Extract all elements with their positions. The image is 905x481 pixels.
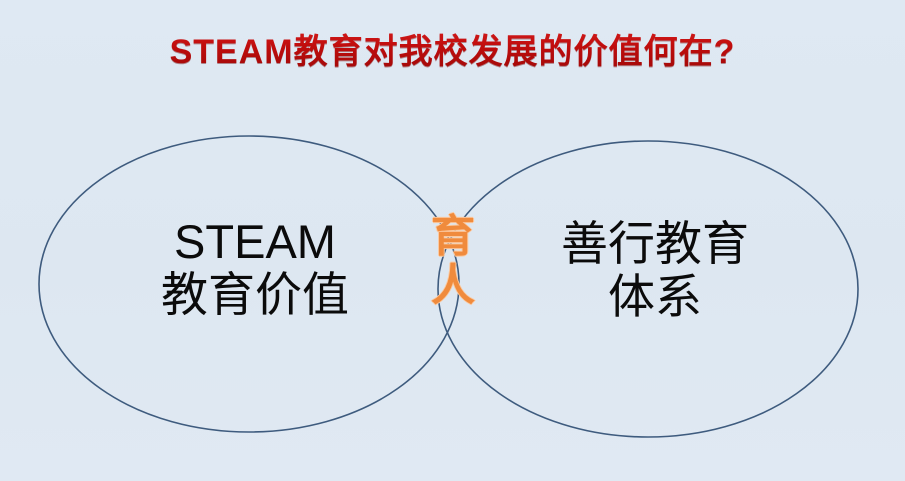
venn-label-left-line2: 教育价值 <box>161 267 349 321</box>
venn-ellipse-right <box>437 140 859 438</box>
venn-label-intersection-char1: 育 <box>431 212 475 261</box>
venn-label-intersection: 育 人 <box>414 212 492 311</box>
venn-label-left: STEAM 教育价值 <box>90 215 420 321</box>
venn-label-right-line2: 体系 <box>608 269 702 323</box>
venn-label-right-line1: 善行教育 <box>561 217 749 270</box>
page-title-shadow: STEAM教育对我校发展的价值何在? <box>0 25 905 74</box>
venn-label-intersection-char2: 人 <box>431 261 475 311</box>
venn-ellipse-left <box>38 135 460 433</box>
venn-label-right: 善行教育 体系 <box>500 217 810 323</box>
venn-label-left-line1: STEAM <box>174 215 336 268</box>
page-title: STEAM教育对我校发展的价值何在? <box>0 24 905 73</box>
